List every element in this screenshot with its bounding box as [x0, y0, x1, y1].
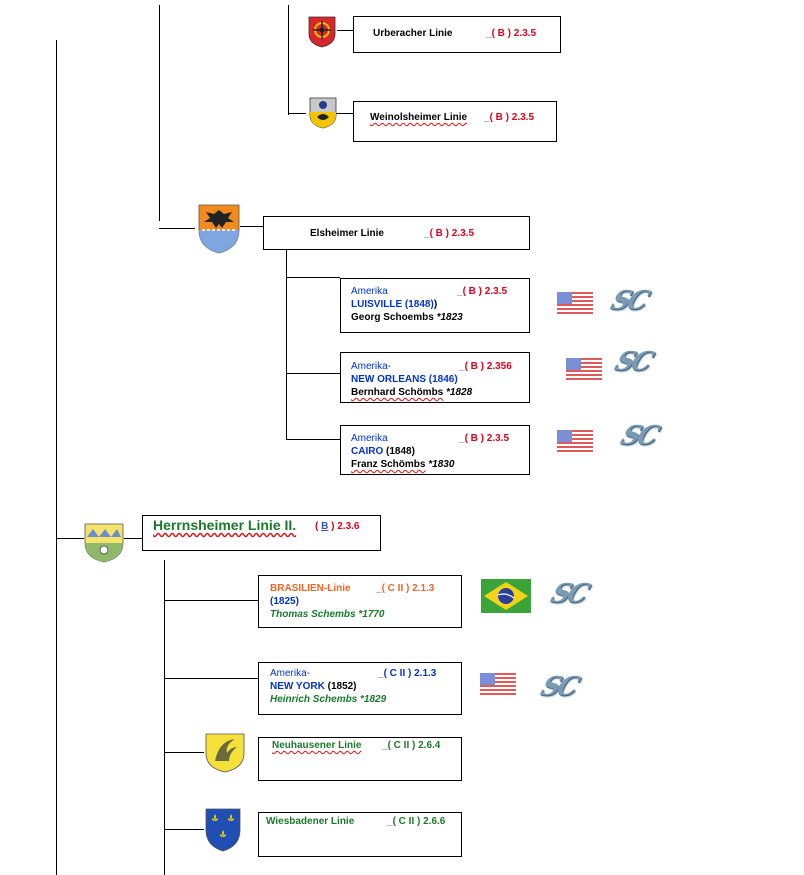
box-elsheimer	[263, 216, 530, 250]
sc-logo-cairo: SC	[616, 421, 661, 451]
urberach-crest-icon	[308, 16, 336, 48]
sc-logo-brasilien: SC	[546, 579, 591, 609]
person-new-orleans: Bernhard Schömbs *1828	[351, 387, 473, 398]
ref-elsheimer: _( B ) 2.3.5	[424, 228, 475, 239]
ref-cairo: _( B ) 2.3.5	[459, 433, 510, 444]
box-brasilien	[258, 575, 462, 628]
usa-flag-icon-luisville	[557, 292, 593, 316]
box-cairo	[340, 425, 530, 475]
label-weinolsheimer: Weinolsheimer Linie	[370, 112, 468, 123]
box-new-orleans	[340, 352, 530, 403]
city-cairo: CAIRO (1848)	[351, 446, 415, 457]
tree-trunk-herrnsheimer	[164, 560, 165, 875]
ref-neuhausener: _( C II ) 2.6.4	[382, 740, 441, 751]
connector-wiesbadener	[164, 829, 204, 830]
person-luisville: Georg Schoembs *1823	[351, 312, 463, 323]
connector-new-york	[164, 678, 258, 679]
ref-new-orleans: _( B ) 2.356	[459, 361, 512, 372]
label-elsheimer: Elsheimer Linie	[310, 228, 384, 239]
tree-trunk-urb	[288, 5, 289, 115]
connector-urberacher	[337, 30, 354, 31]
sc-logo-luisville: SC	[606, 286, 651, 316]
label-urberacher: Urberacher Linie	[373, 28, 453, 39]
connector-brasilien	[164, 600, 258, 601]
connector-new-orleans	[286, 373, 340, 374]
box-new-york	[258, 662, 462, 715]
ref-luisville: _( B ) 2.3.5	[457, 286, 508, 297]
connector-weinolsheimer	[288, 113, 306, 114]
label-herrnsheimer: Herrnsheimer Linie II.	[153, 517, 297, 533]
city-luisville: LUISVILLE (1848))	[351, 299, 438, 310]
wiesbaden-crest-icon	[205, 808, 241, 852]
elsheim-crest-icon	[198, 204, 240, 254]
herrnsheim-crest-icon	[84, 523, 124, 563]
neuhausen-crest-icon	[205, 733, 245, 773]
ref-herrnsheimer: ( B ) 2.3.6	[315, 521, 360, 532]
person-cairo: Franz Schömbs *1830	[351, 459, 455, 470]
box-herrnsheimer	[142, 515, 381, 551]
box-weinolsheimer	[353, 101, 557, 142]
connector-herrnsheimer-stub	[56, 538, 84, 539]
region-cairo: Amerika	[351, 433, 388, 444]
ref-weinolsheimer: _( B ) 2.3.5	[484, 112, 535, 123]
tree-trunk-upper	[159, 5, 160, 221]
connector-herrnsheimer-box	[124, 538, 142, 539]
label-wiesbadener: Wiesbadener Linie	[266, 816, 355, 827]
box-luisville	[340, 278, 530, 333]
box-wiesbadener	[258, 812, 462, 857]
region-new-york: Amerika-	[270, 668, 311, 679]
label-brasilien: BRASILIEN-Linie	[270, 583, 351, 594]
usa-flag-icon-cairo	[557, 430, 593, 454]
city-new-york: NEW YORK (1852)	[270, 681, 357, 692]
connector-elsheimer-box	[240, 226, 264, 227]
usa-flag-icon-new-york	[480, 673, 516, 697]
sc-logo-new-orleans: SC	[610, 347, 655, 377]
year-brasilien: (1825)	[270, 596, 299, 607]
connector-cairo	[286, 439, 340, 440]
tree-trunk-elsheimer	[286, 250, 287, 440]
city-new-orleans: NEW ORLEANS (1846)	[351, 374, 458, 385]
person-brasilien: Thomas Schembs *1770	[270, 609, 385, 620]
connector-elsheimer-stub	[159, 228, 195, 229]
ref-wiesbadener: _( C II ) 2.6.6	[387, 816, 446, 827]
usa-flag-icon-new-orleans	[566, 358, 602, 382]
tree-trunk-left	[56, 40, 57, 875]
region-luisville: Amerika	[351, 286, 388, 297]
brazil-flag-icon	[481, 579, 531, 613]
person-new-york: Heinrich Schembs *1829	[270, 694, 387, 705]
ref-urberacher: _( B ) 2.3.5	[486, 28, 537, 39]
connector-weinolsheimer-box	[336, 113, 354, 114]
label-neuhausener: Neuhausener Linie	[272, 740, 362, 751]
connector-luisville	[286, 277, 340, 278]
box-urberacher	[353, 16, 561, 53]
connector-neuhausener	[164, 752, 204, 753]
ref-brasilien: _( C II ) 2.1.3	[376, 583, 435, 594]
box-neuhausener	[258, 737, 462, 781]
weinolsheim-crest-icon	[309, 97, 337, 129]
ref-new-york: _( C II ) 2.1.3	[378, 668, 437, 679]
region-new-orleans: Amerika-	[351, 361, 392, 372]
sc-logo-new-york: SC	[536, 672, 581, 702]
